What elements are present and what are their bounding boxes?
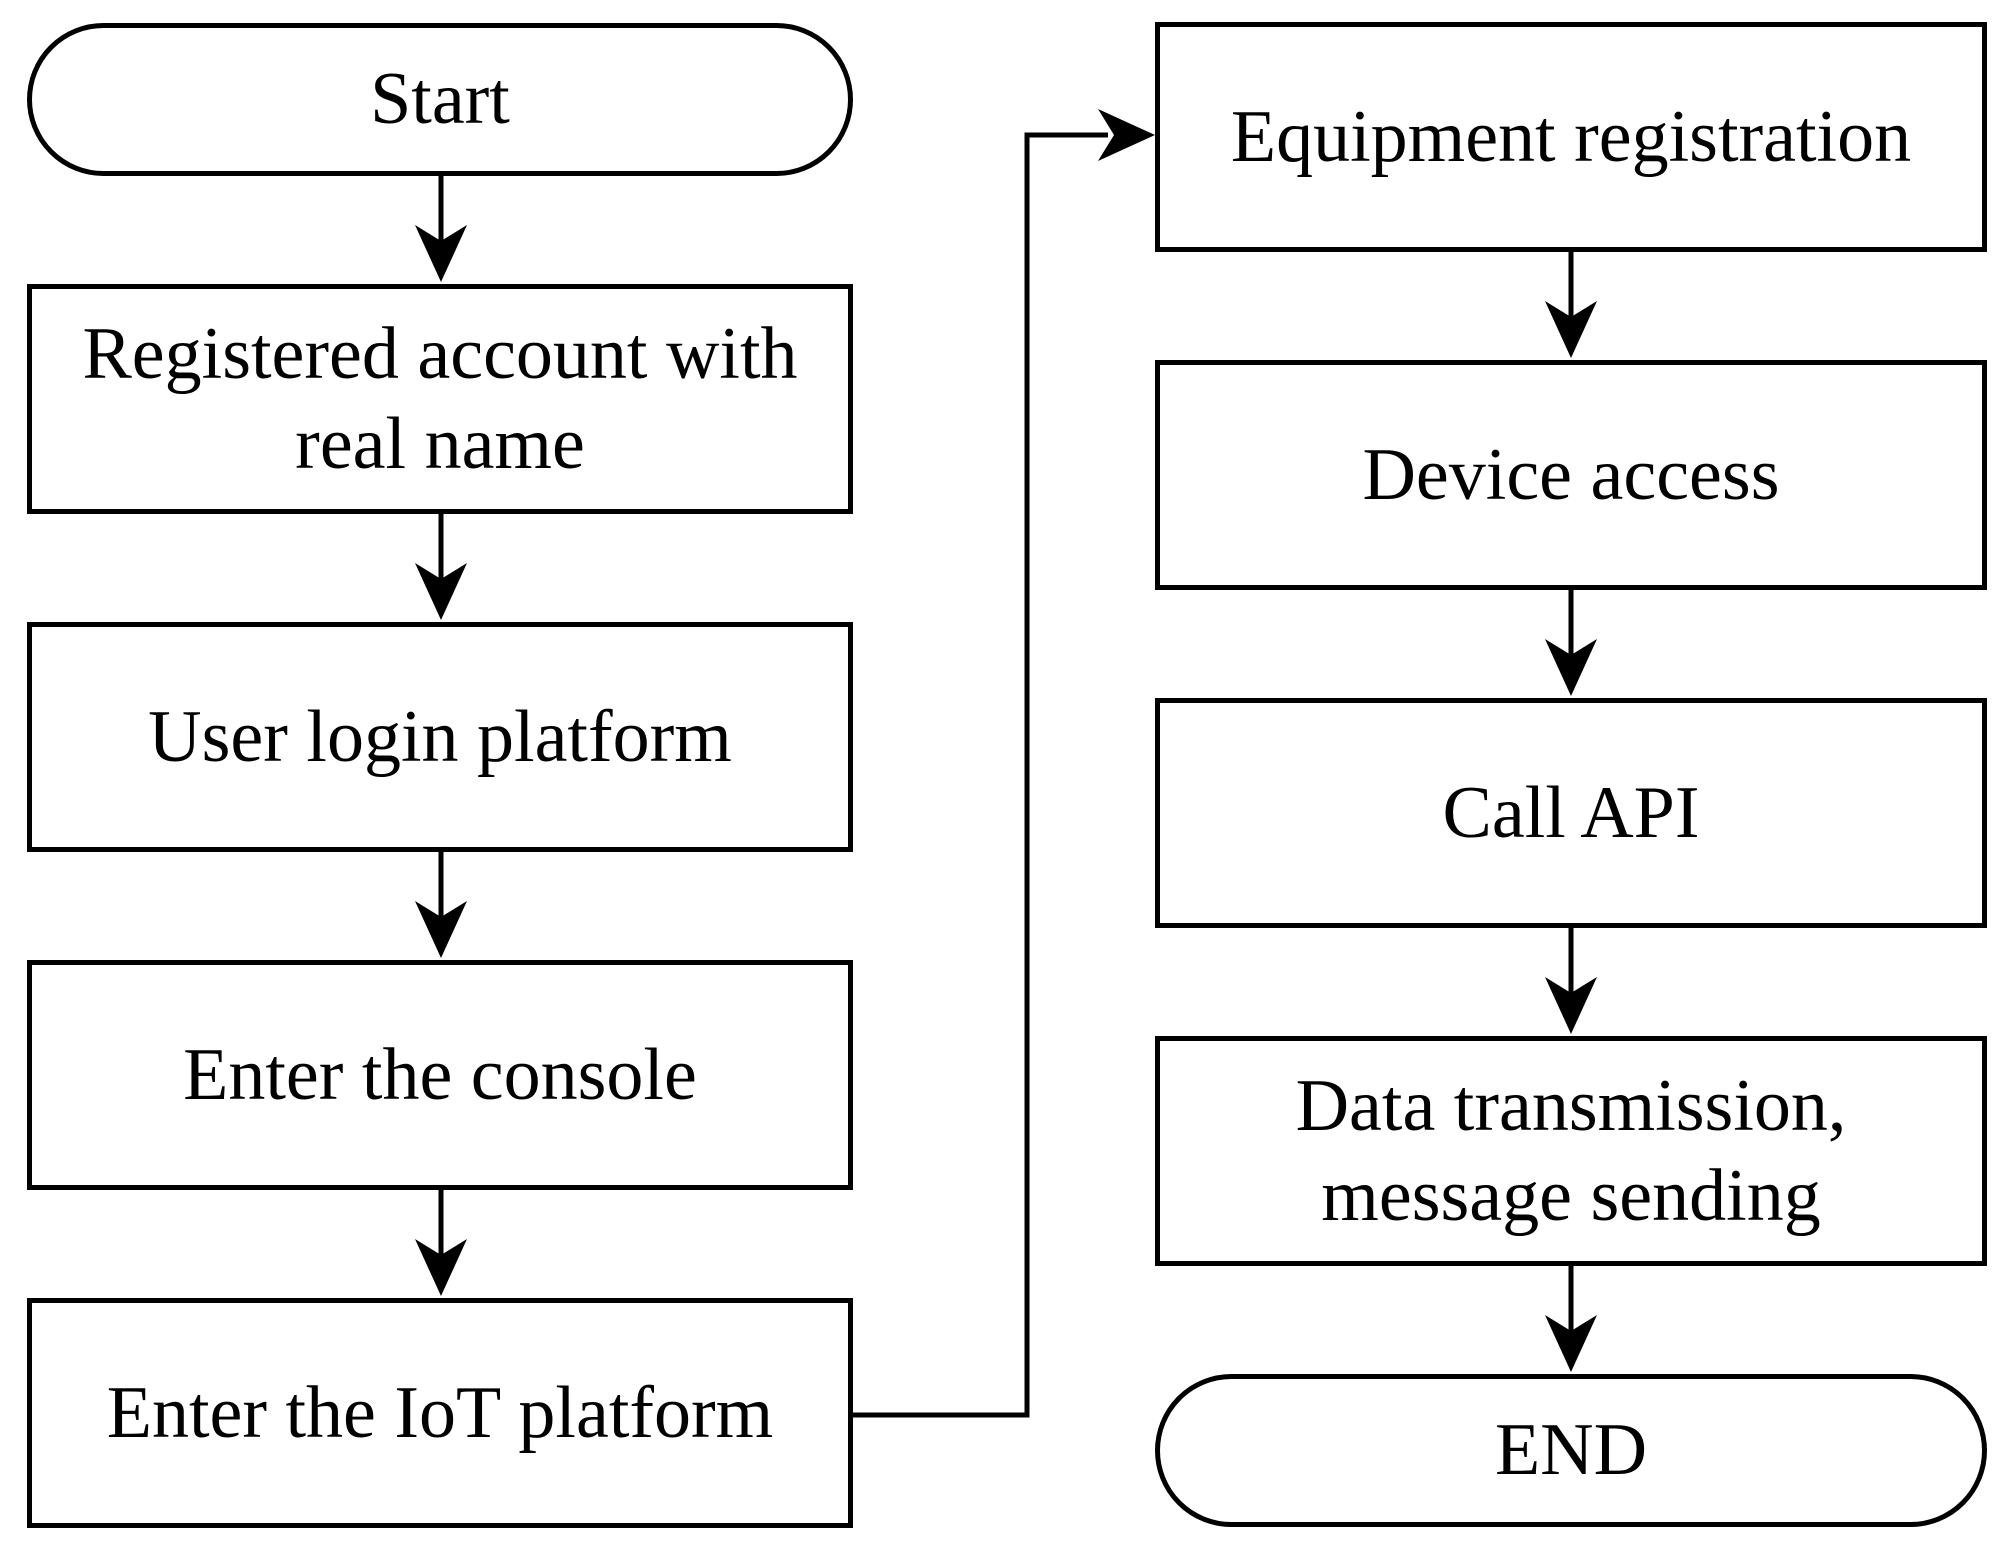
registered-account-step: Registered account with real name <box>27 284 853 514</box>
registered-account-label-line2: real name <box>295 403 585 485</box>
arrowhead-api <box>1545 639 1597 696</box>
arrowhead-iot <box>415 1239 467 1296</box>
device-access-step: Device access <box>1155 360 1987 590</box>
enter-console-step: Enter the console <box>27 960 853 1190</box>
arrowhead-data <box>1545 977 1597 1034</box>
data-transmission-label-line1: Data transmission, <box>1295 1064 1847 1147</box>
call-api-step: Call API <box>1155 698 1987 928</box>
arrowhead-register <box>415 225 467 282</box>
call-api-label: Call API <box>1442 771 1700 854</box>
registered-account-label-line1: Registered account with <box>82 312 798 395</box>
device-access-label: Device access <box>1362 433 1780 516</box>
arrowhead-equipment <box>1098 109 1155 161</box>
arrow-iot-to-equipment <box>853 132 1108 1418</box>
data-transmission-label-line2: message sending <box>1321 1155 1821 1237</box>
arrowhead-console <box>415 901 467 958</box>
user-login-step: User login platform <box>27 622 853 852</box>
user-login-label: User login platform <box>148 695 732 778</box>
end-terminal: END <box>1155 1374 1987 1527</box>
enter-iot-step: Enter the IoT platform <box>27 1298 853 1528</box>
arrowhead-end <box>1545 1315 1597 1372</box>
equipment-registration-label: Equipment registration <box>1230 95 1912 178</box>
start-label: Start <box>370 58 510 141</box>
data-transmission-step: Data transmission, message sending <box>1155 1036 1987 1266</box>
arrowhead-login <box>415 563 467 620</box>
arrowhead-device <box>1545 301 1597 358</box>
enter-console-label: Enter the console <box>183 1033 697 1116</box>
start-terminal: Start <box>27 23 853 176</box>
equipment-registration-step: Equipment registration <box>1155 22 1987 252</box>
enter-iot-label: Enter the IoT platform <box>106 1371 774 1454</box>
end-label: END <box>1494 1409 1648 1492</box>
